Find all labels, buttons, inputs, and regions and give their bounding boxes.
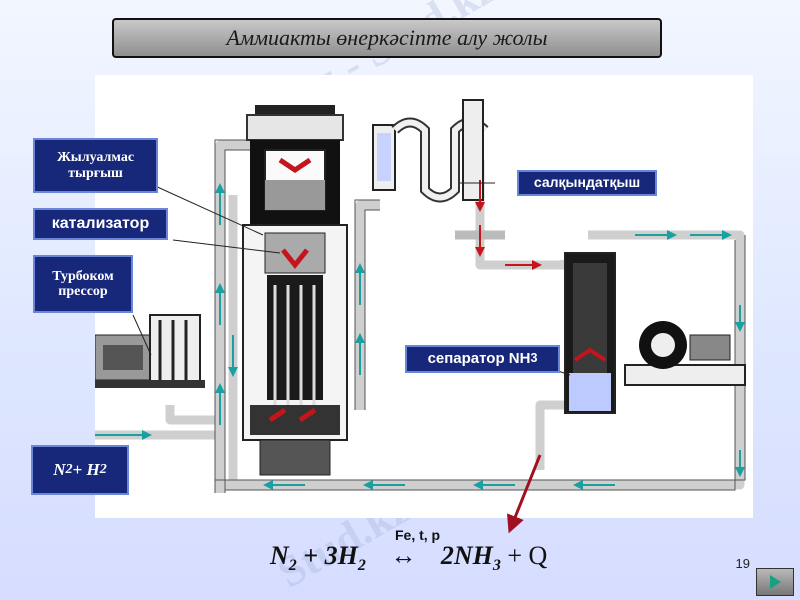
reaction-nh3-sub: 3 (492, 557, 501, 575)
process-schematic (94, 99, 746, 493)
label-turbocompressor-line1: Турбоком (52, 268, 114, 284)
play-right-icon (770, 575, 781, 589)
reaction-nh3: 2NH (440, 541, 493, 570)
label-heat-exchanger-text: Жылуалмас тырғыш (56, 150, 135, 181)
reaction-n-sub: 2 (288, 557, 297, 575)
reaction-arrow: ↔ (390, 541, 417, 570)
circulation-pump (624, 321, 746, 386)
label-cooler-text: салқындатқыш (533, 174, 641, 191)
label-separator-text: сепаратор NH (427, 349, 531, 367)
reaction-conditions: Fe, t, p (395, 527, 441, 543)
reaction-n: N (270, 541, 289, 570)
label-cooler: салқындатқыш (517, 170, 657, 196)
reaction-q: + Q (500, 541, 548, 570)
label-catalyst-text: катализатор (51, 215, 150, 233)
product-arrow (506, 454, 542, 534)
label-separator-sub: 3 (530, 351, 538, 366)
slide-title-text: Аммиакты өнеркәсіпте алу жолы (226, 25, 548, 50)
ammonia-process-diagram (94, 75, 753, 518)
label-heat-exchanger: Жылуалмас тырғыш (33, 138, 158, 193)
reaction-equation: Fe, t, p N2 + 3H2 ↔ 2NH3 + Q (270, 527, 630, 585)
feed-plus-h: + H (72, 459, 100, 479)
hot-flow-arrows (475, 180, 542, 270)
synthesis-column (242, 105, 348, 476)
cooler-unit (372, 99, 505, 240)
separator-vessel (564, 252, 616, 414)
feed-n: N (53, 459, 66, 479)
feed-h-sub: 2 (99, 461, 107, 478)
slide-title: Аммиакты өнеркәсіпте алу жолы (112, 18, 662, 58)
label-turbocompressor: Турбоком прессор (33, 255, 133, 313)
page-number: 19 (735, 556, 750, 571)
next-slide-button[interactable] (756, 568, 794, 596)
label-catalyst: катализатор (33, 208, 168, 240)
reaction-h-sub: 2 (357, 557, 366, 575)
label-leader-lines (132, 182, 571, 376)
gas-flow-arrows (95, 183, 745, 490)
feed-n-sub: 2 (65, 461, 73, 478)
reaction-h: + 3H (296, 541, 358, 570)
turbocompressor (94, 314, 205, 388)
label-turbocompressor-line2: прессор (58, 284, 108, 299)
